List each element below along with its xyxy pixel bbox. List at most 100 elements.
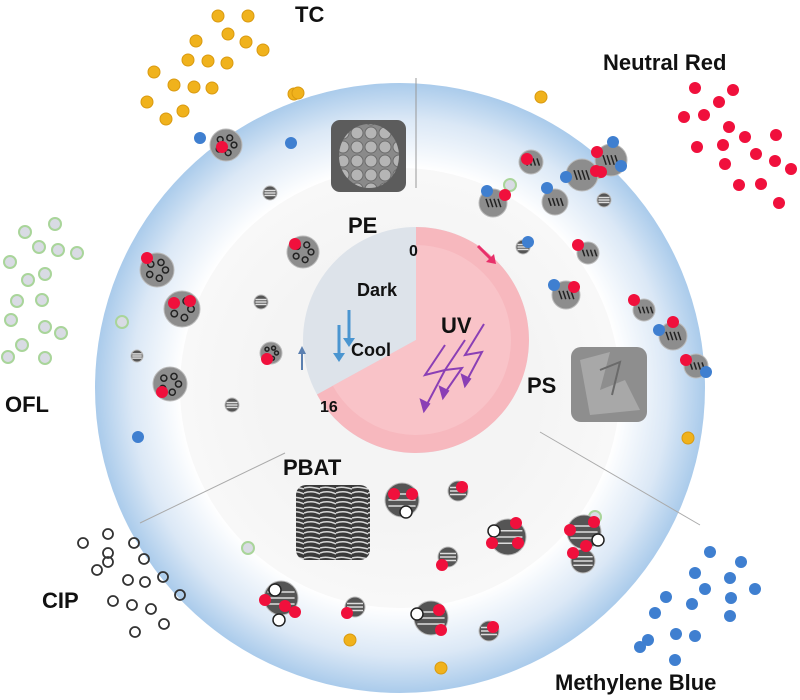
microplastic-particle — [567, 547, 596, 574]
particle-fiber — [606, 154, 611, 166]
ps-label: PS — [527, 373, 556, 398]
adsorbed-molecule — [289, 606, 301, 618]
cip-molecule — [102, 528, 114, 540]
cip-molecule — [102, 556, 114, 568]
tc-molecule — [221, 27, 235, 41]
adsorbed-molecule — [560, 171, 572, 183]
particle-pore — [145, 270, 154, 279]
tc-molecule — [256, 43, 270, 57]
cip-molecule — [128, 537, 140, 549]
adsorbed-molecule — [607, 136, 619, 148]
adsorbed-molecule — [590, 165, 602, 177]
particle-fiber — [589, 249, 594, 257]
microplastic-particles — [130, 128, 712, 642]
neutral-red-molecule — [785, 163, 797, 175]
adsorbed-molecule — [564, 524, 576, 536]
adsorbed-molecule — [259, 594, 271, 606]
adsorbed-molecule — [436, 559, 448, 571]
tc-molecule — [241, 9, 255, 23]
neutral-red-molecule — [769, 155, 781, 167]
divider-pbat-cip — [139, 452, 286, 524]
particle-fiber — [547, 197, 552, 207]
particle-pore — [157, 258, 165, 267]
adsorbed-molecule — [289, 238, 301, 250]
uv-lightning-icon — [419, 323, 485, 414]
tc-molecule — [291, 86, 305, 100]
ofl-molecule — [241, 541, 255, 555]
ofl-molecule — [115, 315, 129, 329]
tc-molecule — [211, 9, 225, 23]
pe-label: PE — [348, 213, 377, 238]
microplastic-particle — [259, 580, 301, 627]
particle-fiber — [649, 306, 654, 314]
methylene-blue-molecule — [642, 634, 654, 646]
adsorbed-molecule — [279, 600, 291, 612]
particle-fiber — [577, 169, 582, 181]
microplastic-particle — [560, 158, 602, 192]
tc-molecule — [187, 80, 201, 94]
cip-molecule — [102, 547, 114, 559]
ofl-molecule — [48, 217, 62, 231]
particle-pore — [303, 241, 311, 249]
adsorbed-molecule — [156, 386, 168, 398]
adsorbed-molecule — [481, 185, 493, 197]
adsorbed-molecule — [184, 295, 196, 307]
microplastic-particle — [447, 480, 469, 502]
methylene-blue-molecule — [660, 591, 672, 603]
adsorbed-molecule — [568, 281, 580, 293]
particle-fiber — [551, 197, 556, 207]
methylene-blue-molecule — [634, 641, 646, 653]
cool-label: Cool — [351, 340, 391, 360]
cip-molecule — [138, 553, 150, 565]
cip-molecule — [91, 564, 103, 576]
time-start-label: 0 — [409, 243, 418, 260]
particle-fiber — [673, 331, 678, 341]
adsorbed-molecule — [512, 537, 524, 549]
particle-pore — [161, 266, 170, 274]
tc-molecule — [239, 35, 253, 49]
adsorbed-molecule — [541, 182, 553, 194]
ofl-molecule — [54, 326, 68, 340]
particle-fiber — [562, 290, 567, 300]
particle-pore — [273, 350, 280, 356]
adsorbed-molecule — [487, 524, 501, 538]
ofl-molecule — [70, 246, 84, 260]
particle-fiber — [585, 169, 590, 181]
uv-label: UV — [441, 313, 472, 338]
particle-pore — [230, 141, 238, 149]
uv-sector-inner — [332, 245, 512, 436]
microplastic-particle — [286, 235, 320, 269]
cip-molecule — [107, 595, 119, 607]
tc-molecule — [176, 104, 190, 118]
ofl-molecule — [3, 255, 17, 269]
cip-molecule — [157, 571, 169, 583]
divider-ps-mb — [539, 431, 701, 526]
microplastic-particle — [564, 514, 605, 552]
particle-fiber — [581, 169, 586, 181]
particle-fiber — [532, 158, 537, 166]
particle-pore — [168, 388, 177, 397]
microplastic-particle — [253, 294, 269, 310]
neutral-red-label: Neutral Red — [603, 50, 726, 75]
adsorbed-molecule — [272, 613, 286, 627]
tc-molecule — [181, 53, 195, 67]
neutral-red-molecule — [727, 84, 739, 96]
adsorbed-molecule — [522, 236, 534, 248]
microplastic-particle — [410, 600, 449, 636]
neutral-red-molecule — [770, 129, 782, 141]
particle-fiber — [593, 249, 598, 257]
cip-molecule — [139, 576, 151, 588]
particle-pore — [270, 345, 277, 351]
time-end-label: 16 — [320, 399, 338, 416]
adsorbed-molecule — [141, 252, 153, 264]
molecule-dots — [1, 9, 797, 675]
methylene-blue-molecule — [725, 592, 737, 604]
particle-fiber — [645, 306, 650, 314]
adsorbed-molecule — [628, 294, 640, 306]
particle-fiber — [536, 158, 541, 166]
particle-fiber — [559, 197, 564, 207]
cip-molecule — [158, 618, 170, 630]
tc-molecule — [159, 112, 173, 126]
ofl-molecule — [4, 313, 18, 327]
